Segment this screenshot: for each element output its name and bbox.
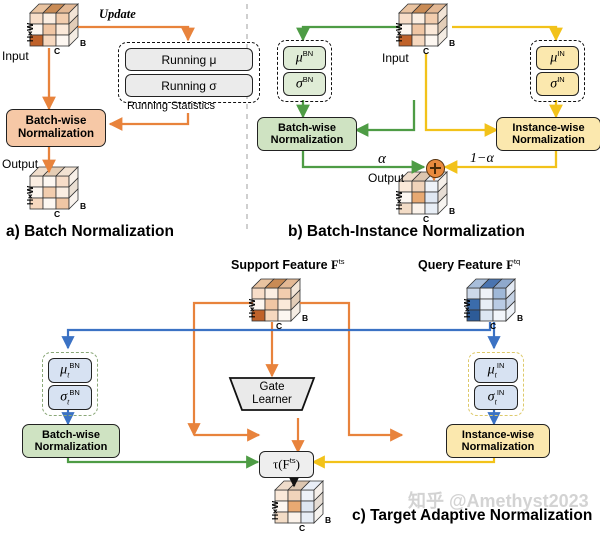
cube-output-c — [274, 480, 324, 524]
cube-axis-c-a: C — [54, 46, 61, 56]
cube-axis-b-b: B — [449, 38, 456, 48]
panel-b-yellow-arrows — [424, 25, 563, 174]
cube-query-feature — [466, 278, 516, 322]
gate-learner-shape — [228, 377, 316, 411]
cube-axis-hw-a-out: H×W — [25, 185, 35, 205]
cube-output-a — [29, 166, 79, 210]
merge-plus-icon — [426, 159, 445, 178]
output-label-b: Output — [368, 171, 405, 185]
input-label-b: Input — [382, 51, 409, 65]
watermark: 知乎 @Amethyst2023 — [408, 491, 589, 511]
cube-axis-b-query: B — [517, 313, 524, 323]
in-stats-group-c — [468, 352, 524, 416]
cube-axis-hw-b: H×W — [394, 22, 404, 42]
panel-b-green-arrows — [296, 25, 426, 174]
in-stats-group-b — [530, 40, 585, 102]
sigma-bn-symbol-b: σBN — [295, 75, 314, 92]
output-label-a: Output — [2, 157, 39, 171]
panel-c-blue-arrows — [61, 322, 501, 426]
cube-axis-hw-c-out: H×W — [270, 500, 280, 520]
batch-wise-normalization-c: Batch-wise Normalization — [22, 424, 120, 458]
cube-axis-b-b-out: B — [449, 206, 456, 216]
running-mu-box: Running μ — [125, 48, 253, 71]
bn-stats-group-c — [42, 352, 98, 416]
tau-node: τ(Fts) — [259, 451, 314, 478]
mu-bn-symbol-c: μtBN — [60, 361, 80, 380]
panel-c-caption: c) Target Adaptive Normalization — [352, 507, 593, 524]
sigma-in-box-b: σIN — [536, 72, 579, 96]
sigma-bn-box-b: σBN — [283, 72, 326, 96]
sigma-in-symbol-b: σIN — [550, 75, 565, 92]
cube-axis-c-support: C — [276, 321, 283, 331]
alpha-weight-label: α — [378, 151, 386, 167]
input-label-a: Input — [2, 49, 29, 63]
panel-c-orange-arrows — [187, 301, 404, 454]
cube-axis-c-b-out: C — [423, 214, 430, 224]
support-feature-label: Support Feature Fts — [231, 257, 345, 273]
batch-wise-normalization-b: Batch-wise Normalization — [257, 117, 357, 151]
gate-learner-label: Gate Learner — [252, 381, 292, 406]
sigma-in-box-c: σtIN — [474, 385, 518, 410]
cube-support-feature — [251, 278, 301, 322]
cube-axis-c-a-out: C — [54, 209, 61, 219]
cube-axis-hw-b-out: H×W — [394, 190, 404, 210]
mu-in-box-c: μtIN — [474, 358, 518, 383]
one-minus-alpha-weight-label: 1−α — [470, 151, 494, 166]
cube-axis-hw-query: H×W — [462, 298, 472, 318]
panel-b-caption: b) Batch-Instance Normalization — [288, 223, 525, 240]
query-feature-label: Query Feature Ftq — [418, 257, 521, 273]
mu-in-box-b: μIN — [536, 46, 579, 70]
panel-a-arrows — [42, 25, 195, 174]
instance-wise-normalization-c: Instance-wise Normalization — [446, 424, 550, 458]
cube-axis-b-a: B — [80, 38, 87, 48]
mu-bn-symbol-b: μBN — [295, 49, 314, 66]
cube-axis-b-support: B — [302, 313, 309, 323]
cube-input-a — [29, 3, 79, 47]
cube-axis-c-query: C — [490, 321, 497, 331]
running-sigma-box: Running σ — [125, 74, 253, 97]
cube-output-b — [398, 171, 448, 215]
bn-stats-group-b — [277, 40, 332, 102]
cube-input-b — [398, 3, 448, 47]
mu-bn-box-c: μtBN — [48, 358, 92, 383]
cube-axis-hw-a: H×W — [25, 22, 35, 42]
cube-axis-b-a-out: B — [80, 201, 87, 211]
mu-in-symbol-c: μtIN — [487, 361, 505, 380]
mu-bn-box-b: μBN — [283, 46, 326, 70]
cube-axis-c-b: C — [423, 46, 430, 56]
running-statistics-group — [118, 42, 260, 103]
panel-a-caption: a) Batch Normalization — [6, 223, 174, 240]
update-label-a: Update — [99, 7, 136, 21]
sigma-in-symbol-c: σtIN — [487, 388, 505, 407]
sigma-bn-symbol-c: σtBN — [60, 388, 80, 407]
sigma-bn-box-c: σtBN — [48, 385, 92, 410]
cube-axis-hw-support: H×W — [247, 298, 257, 318]
batch-wise-normalization-a: Batch-wise Normalization — [6, 109, 106, 147]
cube-axis-c-c-out: C — [299, 523, 306, 533]
cube-axis-b-c-out: B — [325, 515, 332, 525]
instance-wise-normalization-b: Instance-wise Normalization — [496, 117, 600, 151]
running-statistics-label: Running Statistics — [127, 100, 216, 112]
mu-in-symbol-b: μIN — [550, 49, 565, 66]
